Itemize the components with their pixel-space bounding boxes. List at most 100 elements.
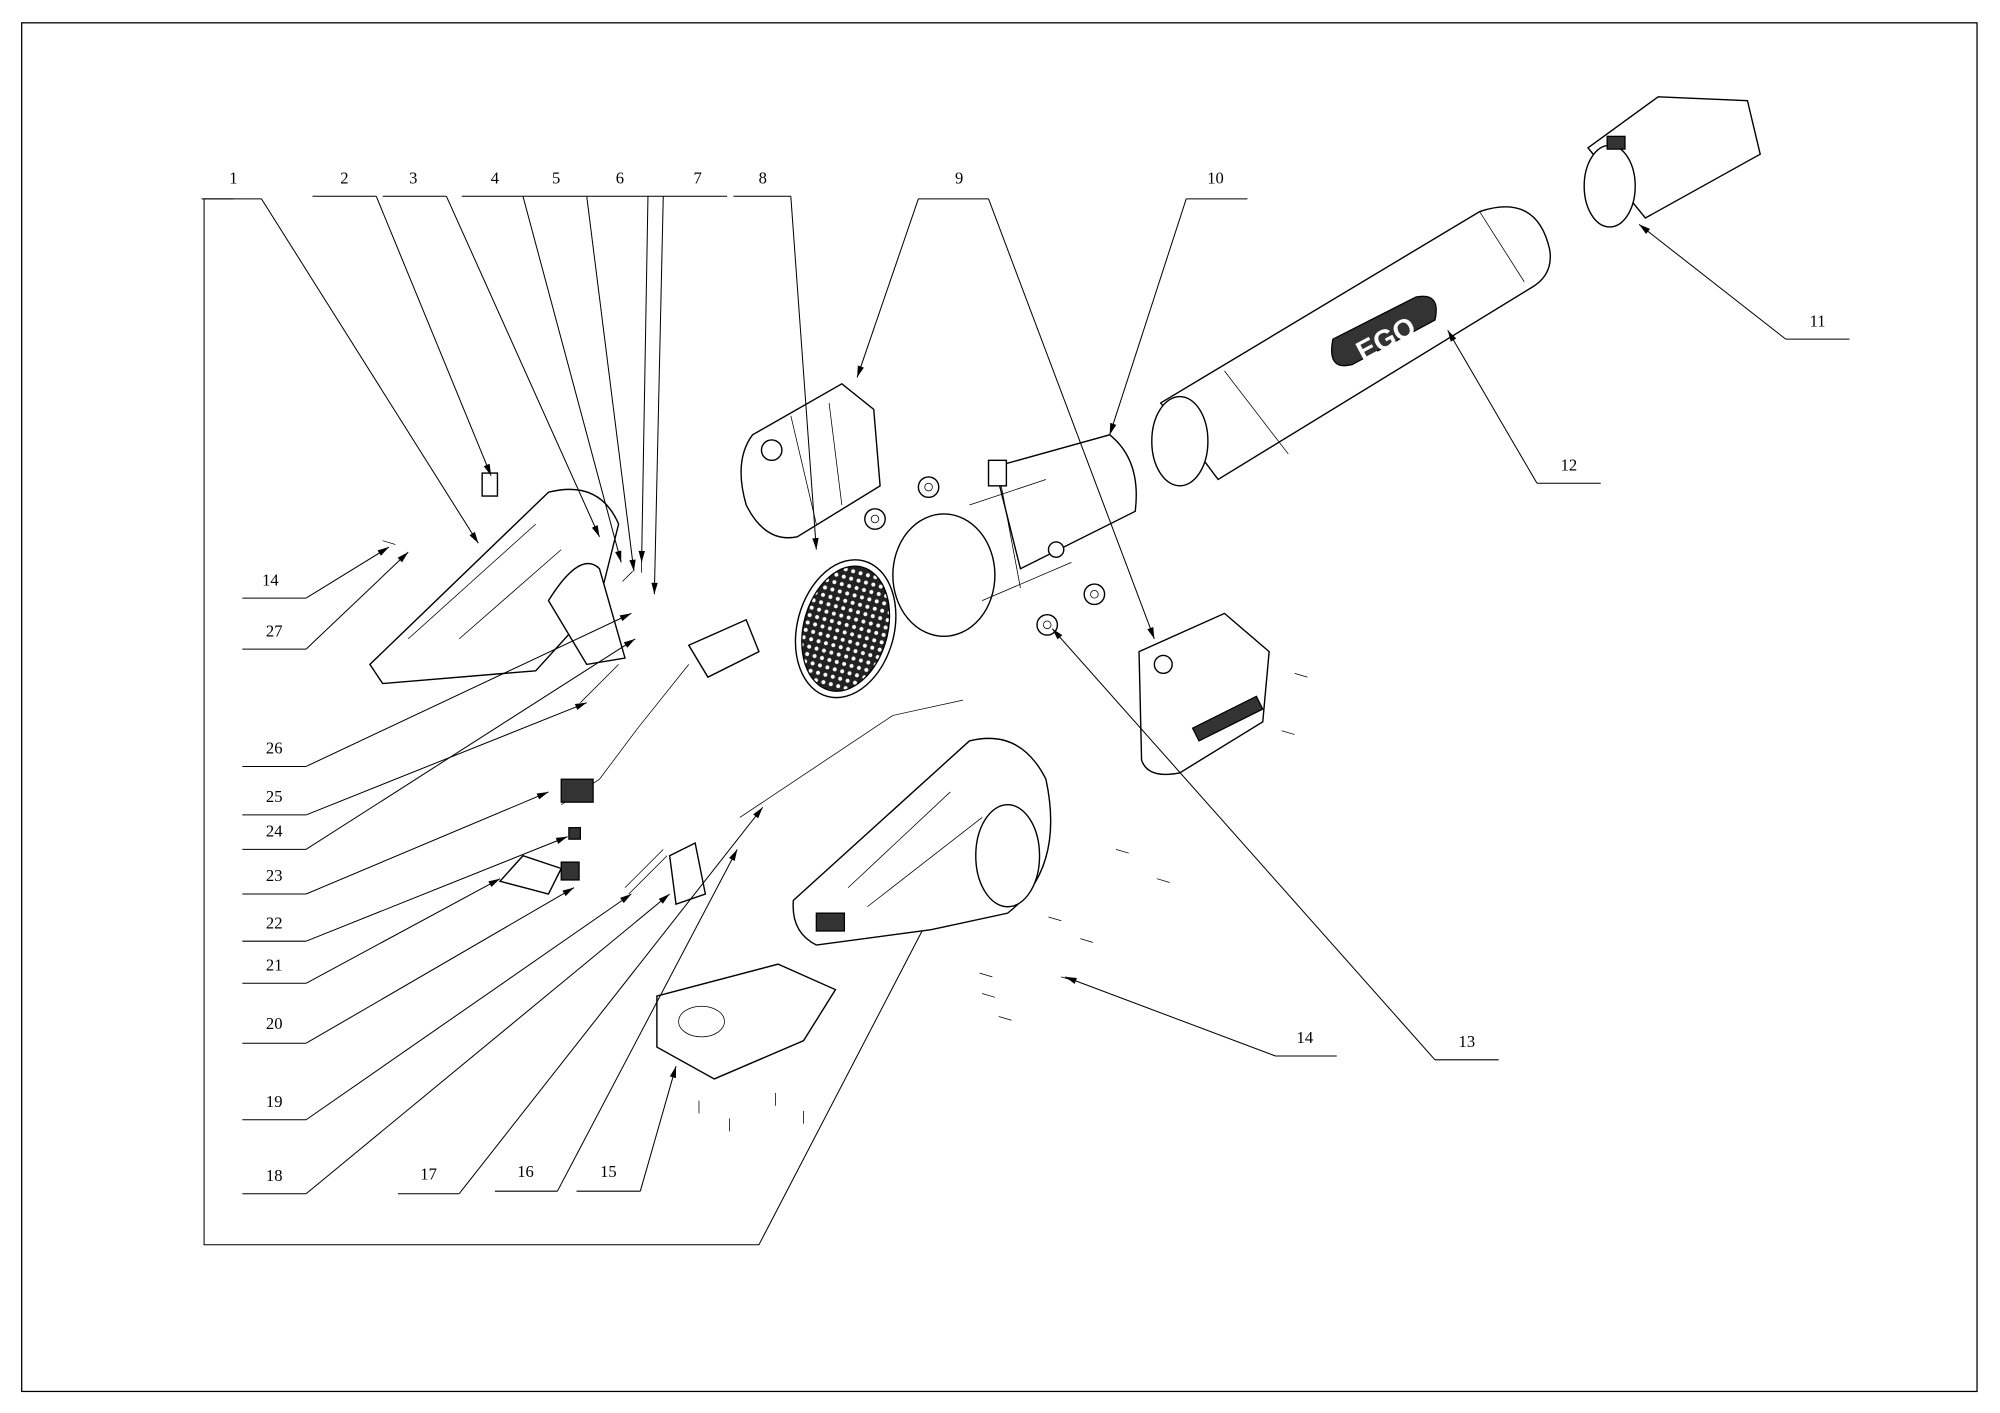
callout-26: 26 [242, 612, 632, 767]
leader-arrowhead [729, 849, 738, 862]
leader-line [556, 849, 738, 1192]
part-fan-motor-assembly [892, 434, 1137, 638]
callout-number: 14 [1297, 1028, 1314, 1047]
leader-line [856, 198, 919, 378]
leader-arrowhead [377, 547, 390, 556]
leader-arrowhead [1447, 330, 1457, 342]
part-bushings [864, 476, 1106, 636]
callout-10: 10 [1109, 169, 1248, 435]
leader-line [458, 806, 764, 1195]
part-left-housing [368, 472, 626, 685]
callout-number: 10 [1207, 169, 1224, 188]
leader-arrowhead [638, 550, 645, 563]
callout-2: 2 [312, 169, 492, 476]
leader-arrowhead [591, 525, 600, 537]
leader-arrowhead [623, 638, 636, 648]
callout-number: 13 [1459, 1032, 1476, 1051]
leader-line [1051, 628, 1436, 1061]
callout-11: 11 [1638, 223, 1850, 340]
leader-line [261, 198, 479, 544]
leader-line [639, 1066, 677, 1192]
callout-number: 15 [600, 1162, 617, 1181]
part-nozzle [1583, 96, 1762, 228]
callout-13: 13 [1051, 628, 1499, 1061]
part-battery-housing [656, 963, 837, 1080]
callout-25: 25 [242, 702, 587, 816]
leader-line [305, 836, 568, 942]
callout-number: 22 [266, 913, 283, 932]
leader-line [1064, 976, 1276, 1057]
callout-number: 4 [491, 169, 500, 188]
leader-arrowhead [397, 552, 409, 563]
leader-line [305, 887, 575, 1044]
leader-arrowhead [857, 365, 864, 378]
callout-number: 23 [266, 866, 283, 885]
leader-arrowhead [469, 531, 479, 544]
leader-arrowhead [1052, 628, 1063, 640]
part-screws [382, 540, 1308, 1132]
leader-arrowhead [1147, 627, 1155, 639]
callout-14: 14 [242, 546, 390, 599]
callout-8: 8 [733, 169, 819, 550]
leader-arrowhead [651, 582, 658, 595]
leader-line [1638, 223, 1787, 340]
leader-arrowhead [812, 537, 819, 550]
leader-arrowhead [536, 791, 549, 800]
leader-arrowhead [1065, 976, 1077, 984]
callout-number: 26 [266, 739, 283, 758]
callout-27: 27 [242, 551, 409, 650]
callout-number: 1 [229, 169, 237, 188]
callout-17: 17 [397, 806, 764, 1195]
leader-arrowhead [658, 894, 670, 904]
part-blower-tube: EGO [1151, 206, 1551, 487]
callout-16: 16 [494, 849, 738, 1192]
callout-22: 22 [242, 836, 568, 942]
callout-number: 7 [694, 169, 702, 188]
part-inlet-screen [794, 559, 897, 699]
leader-line [305, 546, 390, 599]
callout-number: 9 [955, 169, 963, 188]
callout-19: 19 [242, 893, 632, 1121]
leader-line [1109, 198, 1187, 435]
leader-line [790, 196, 817, 550]
leader-line [586, 196, 635, 572]
callout-15: 15 [576, 1066, 677, 1192]
callout-24: 24 [242, 638, 636, 850]
part-right-handle-housing [792, 737, 1052, 946]
callout-12: 12 [1447, 329, 1601, 484]
callout-5: 5 [522, 169, 636, 572]
callout-number: 19 [266, 1092, 283, 1111]
leader-line [305, 702, 587, 816]
callout-number: 25 [266, 787, 283, 806]
callout-9: 9 [856, 169, 1155, 640]
callout-number: 16 [517, 1162, 534, 1181]
leader-line [305, 612, 632, 767]
leader-line [375, 196, 492, 476]
callout-20: 20 [242, 887, 575, 1044]
leader-line [305, 791, 549, 895]
leader-arrowhead [753, 807, 763, 819]
leader-line [305, 638, 636, 850]
callout-14: 14 [1064, 976, 1337, 1057]
leader-arrowhead [555, 836, 568, 844]
callout-3: 3 [382, 169, 600, 538]
leader-arrowhead [620, 894, 632, 904]
leader-arrowhead [1109, 422, 1117, 435]
callout-21: 21 [242, 878, 501, 984]
leader-line [445, 196, 600, 538]
leader-line [653, 196, 664, 595]
callout-4: 4 [461, 169, 622, 563]
callout-number: 2 [340, 169, 348, 188]
part-fan-housing-rear [740, 382, 881, 539]
leader-line [305, 893, 670, 1195]
part-fan-housing-front [1138, 612, 1270, 776]
callout-number: 18 [266, 1166, 283, 1185]
bracket-leader [203, 198, 926, 1246]
callout-number: 20 [266, 1014, 283, 1033]
leader-arrowhead [615, 550, 622, 563]
leader-arrowhead [574, 702, 587, 710]
callout-number: 21 [266, 956, 283, 975]
callout-6: 6 [586, 169, 649, 563]
callout-number: 5 [552, 169, 560, 188]
